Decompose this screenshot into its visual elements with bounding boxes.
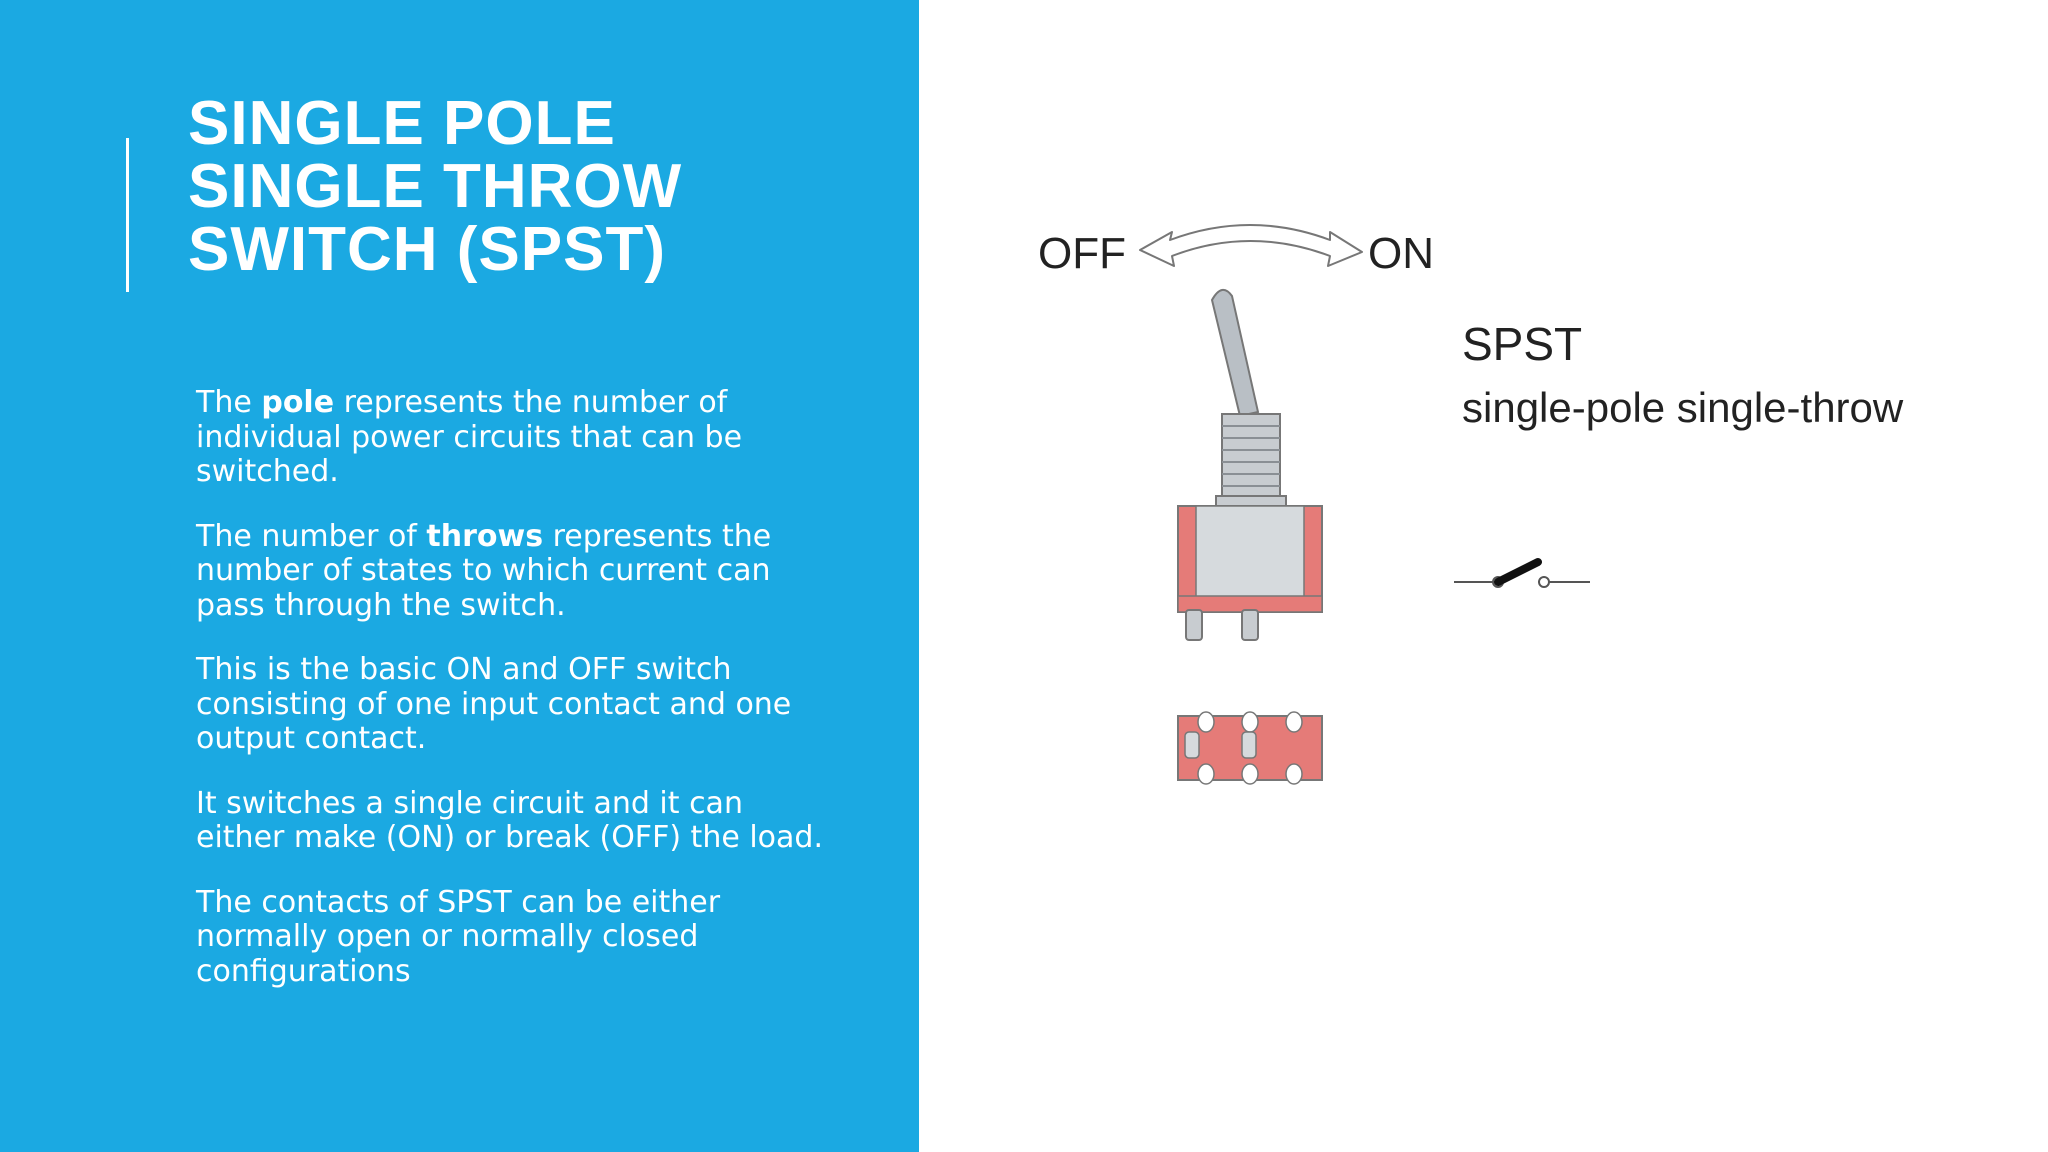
title-accent-bar <box>126 138 129 292</box>
spst-symbol-icon <box>1454 558 1590 588</box>
paragraph-circuit: It switches a single circuit and it can … <box>196 785 823 855</box>
term-pole: pole <box>261 385 335 420</box>
title-line-1: SINGLE POLE <box>188 89 616 158</box>
spst-description: single-pole single-throw <box>1462 384 1904 431</box>
toggle-switch-illustration: OFF ON <box>1038 224 1904 785</box>
double-arrow-icon <box>1139 224 1363 267</box>
slide-title: SINGLE POLE SINGLE THROW SWITCH (SPST) <box>188 92 888 281</box>
paragraph-basic: This is the basic ON and OFF switch cons… <box>196 652 792 756</box>
threaded-bushing <box>1215 413 1287 507</box>
spst-diagram: OFF ON <box>1000 190 2000 830</box>
on-label: ON <box>1368 229 1434 278</box>
paragraph-contacts: The contacts of SPST can be either norma… <box>196 884 721 989</box>
title-line-2: SINGLE THROW <box>188 152 683 221</box>
title-line-3: SWITCH (SPST) <box>188 215 666 284</box>
toggle-lever <box>1210 289 1260 418</box>
term-throws: throws <box>426 518 544 554</box>
switch-body <box>1177 505 1323 613</box>
spst-label: SPST <box>1462 318 1582 370</box>
paragraph-pole: The pole represents the number of indivi… <box>196 385 743 489</box>
pin-layout-icon <box>1177 711 1323 785</box>
switch-terminals <box>1185 609 1259 641</box>
off-label: OFF <box>1038 229 1126 278</box>
paragraph-throws: The number of throws represents the numb… <box>196 518 772 623</box>
left-panel: SINGLE POLE SINGLE THROW SWITCH (SPST) T… <box>0 0 919 1152</box>
slide-body: The pole represents the number of indivi… <box>196 385 836 1019</box>
